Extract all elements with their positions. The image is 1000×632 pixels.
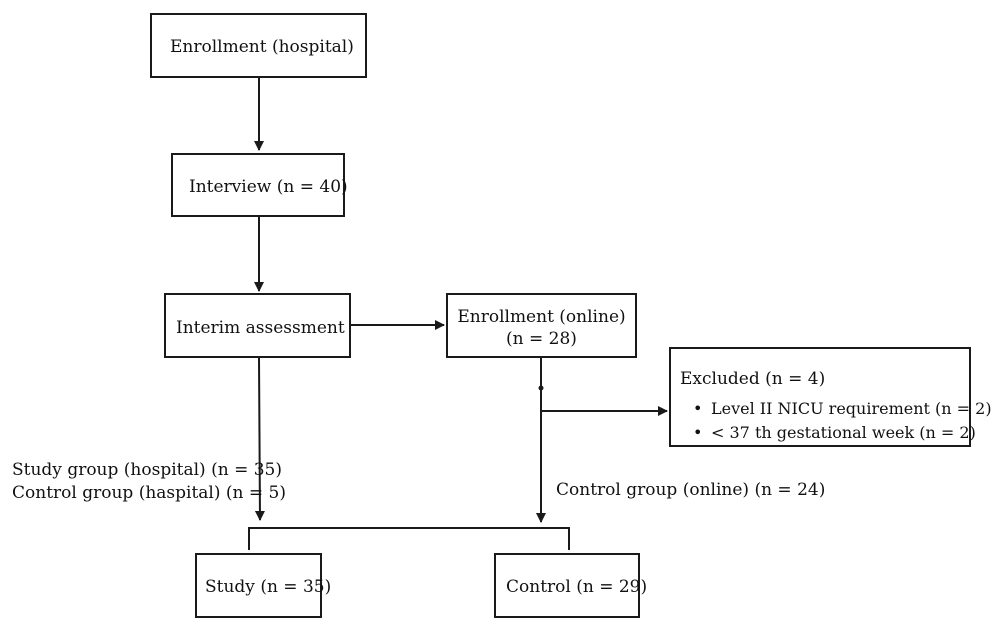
box-enrollment-online: Enrollment (online) (n = 28) bbox=[446, 293, 637, 358]
box-enrollment-hospital: Enrollment (hospital) bbox=[150, 13, 367, 78]
box-interview: Interview (n = 40) bbox=[171, 153, 348, 217]
enrollment-hospital-label: Enrollment (hospital) bbox=[170, 37, 354, 57]
label-control-group-online: Control group (online) (n = 24) bbox=[556, 480, 826, 500]
label-study-group-hospital: Study group (hospital) (n = 35) bbox=[12, 460, 282, 480]
excluded-item: < 37 th gestational week (n = 2) bbox=[693, 421, 992, 445]
control-label: Control (n = 29) bbox=[506, 577, 648, 597]
excluded-title: Excluded (n = 4) bbox=[680, 369, 826, 389]
interview-label: Interview (n = 40) bbox=[189, 177, 348, 197]
study-label: Study (n = 35) bbox=[205, 577, 332, 597]
merge-bracket bbox=[248, 527, 570, 550]
branch-dot bbox=[538, 385, 544, 391]
box-excluded: Excluded (n = 4) Level II NICU requireme… bbox=[669, 347, 992, 447]
arrow-interim-to-bracket bbox=[254, 357, 265, 521]
enrollment-online-line2: (n = 28) bbox=[506, 329, 577, 349]
label-control-group-hospital: Control group (haspital) (n = 5) bbox=[12, 483, 286, 503]
box-study: Study (n = 35) bbox=[195, 553, 331, 618]
interim-assessment-label: Interim assessment bbox=[176, 318, 345, 338]
excluded-item: Level II NICU requirement (n = 2) bbox=[693, 397, 992, 421]
box-control: Control (n = 29) bbox=[494, 553, 647, 618]
excluded-list: Level II NICU requirement (n = 2) < 37 t… bbox=[693, 397, 992, 445]
box-interim-assessment: Interim assessment bbox=[164, 293, 351, 358]
enrollment-online-line1: Enrollment (online) bbox=[457, 307, 626, 327]
